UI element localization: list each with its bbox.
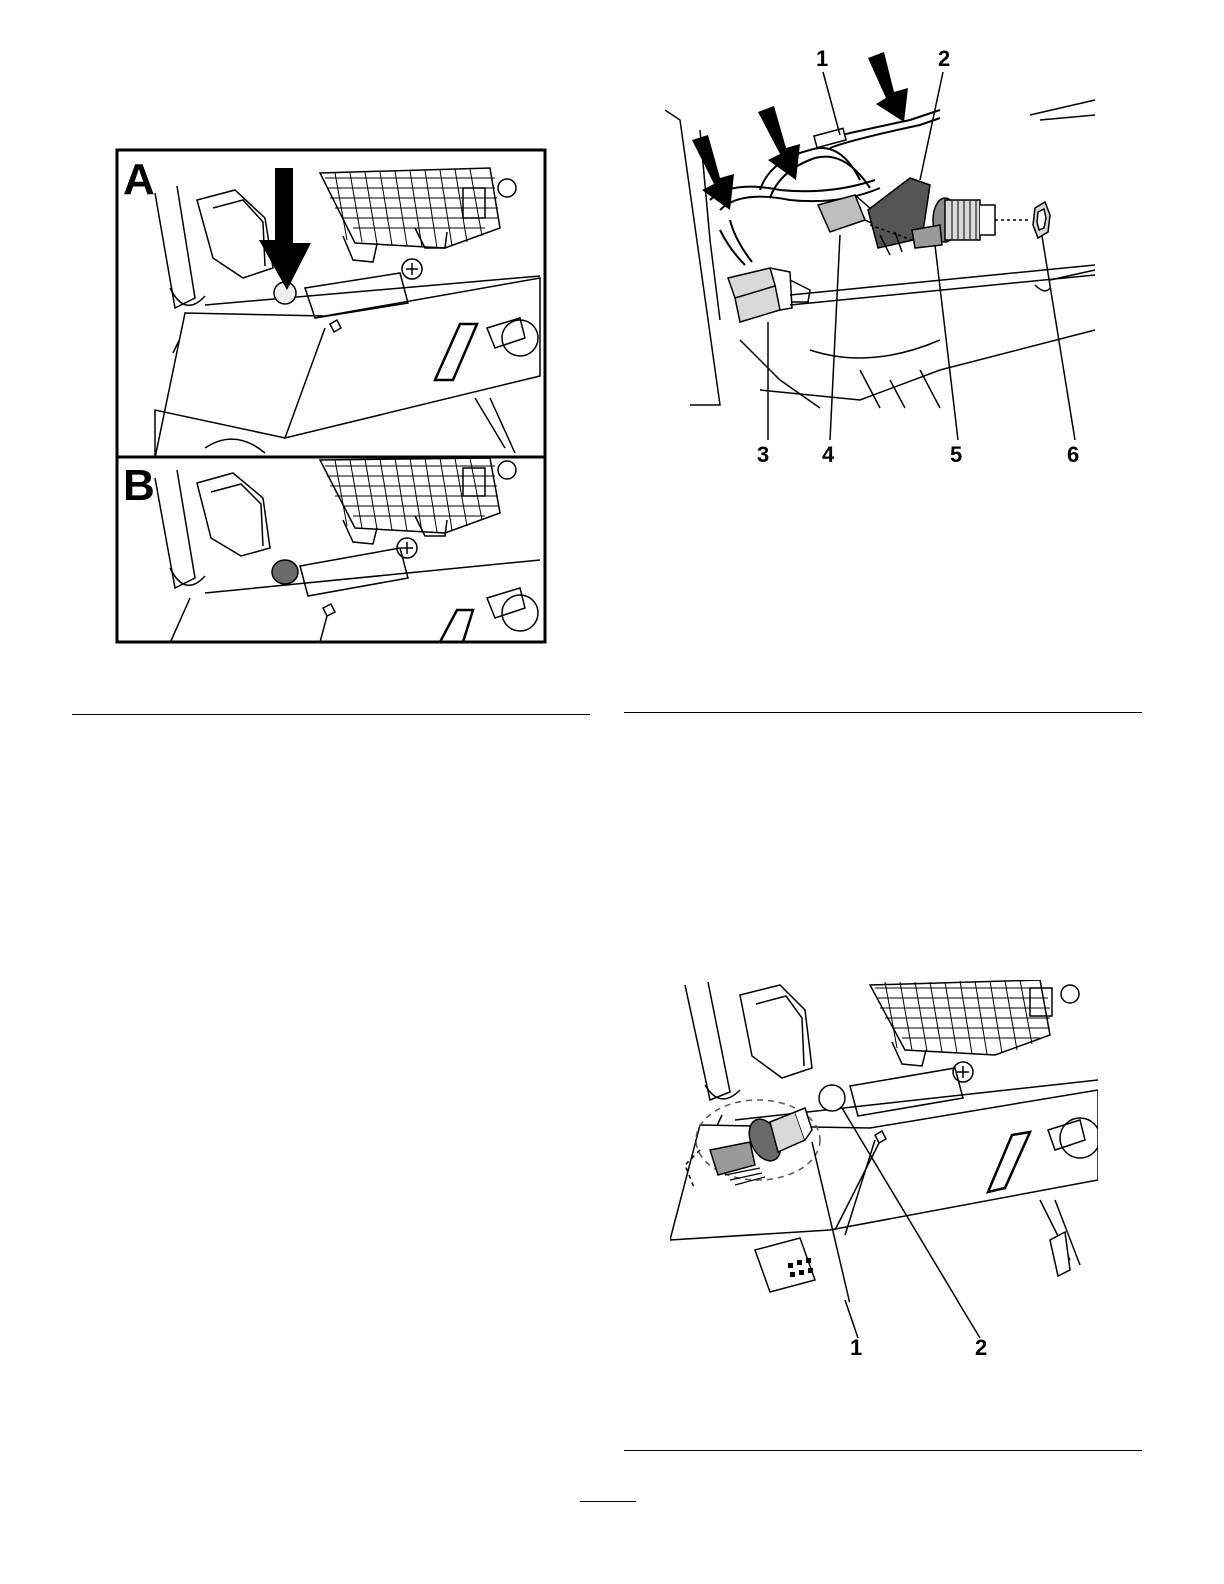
divider-left	[72, 714, 590, 715]
figure-panels-ab: A	[115, 148, 547, 644]
divider-bottom-right	[624, 1450, 1142, 1451]
plug-icon	[272, 560, 298, 584]
callout-6: 6	[1067, 442, 1079, 467]
callout-1: 1	[816, 46, 828, 71]
panel-b-label: B	[123, 461, 155, 510]
page-footer-rule	[580, 1501, 636, 1502]
callout-3: 3	[757, 442, 769, 467]
callout-4: 4	[822, 442, 835, 467]
callout-5: 5	[950, 442, 962, 467]
arrow-icon	[692, 52, 908, 210]
panel-a-label: A	[123, 155, 155, 204]
callout-1: 1	[850, 1335, 862, 1360]
panel-b: B	[117, 457, 545, 643]
callout-2: 2	[938, 46, 950, 71]
figure-switch-installed: 1 2	[670, 980, 1100, 1365]
divider-right	[624, 712, 1142, 713]
callout-2: 2	[975, 1335, 987, 1360]
panel-a: A	[117, 150, 545, 458]
figure-switch-exploded: 1 2 3 4 5 6	[640, 40, 1120, 470]
